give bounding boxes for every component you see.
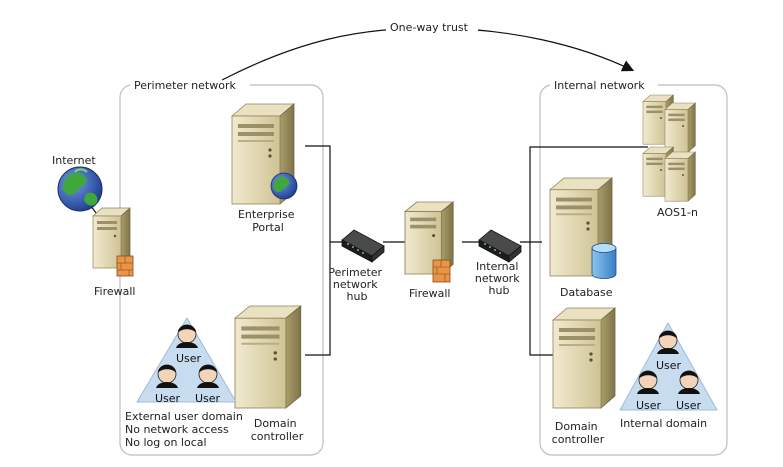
internet-label: Internet	[52, 154, 96, 167]
external-user-label-3: User	[195, 392, 221, 405]
database-server	[549, 177, 617, 279]
firewall-center-label: Firewall	[409, 287, 450, 300]
firewall-left-server	[92, 207, 134, 277]
database-cylinder-icon	[591, 243, 617, 279]
internal-user-domain: User User User	[619, 322, 718, 412]
enterprise-portal-server	[231, 103, 298, 205]
external-user-icon-1	[175, 324, 199, 349]
external-user-domain: User User User	[136, 317, 237, 405]
domain-controller-perimeter-server	[234, 305, 302, 409]
domain-controller-internal-label: Domain controller	[552, 420, 605, 446]
domain-controller-perimeter-label: Domain controller	[251, 417, 304, 443]
external-user-label-1: User	[176, 352, 202, 365]
external-domain-notes: External user domain No network access N…	[125, 410, 246, 449]
one-way-trust-arrow	[221, 27, 635, 81]
aos-server-cluster	[642, 94, 696, 202]
internal-user-label-2: User	[636, 399, 662, 412]
one-way-trust-label: One-way trust	[390, 21, 469, 34]
firewall-center-brick-icon	[432, 259, 451, 283]
aos-label: AOS1-n	[657, 206, 698, 219]
internal-user-label-1: User	[656, 359, 682, 372]
internal-domain-label: Internal domain	[620, 417, 707, 430]
internal-user-icon-1	[656, 330, 680, 355]
internal-hub-label: Internal network hub	[475, 260, 523, 297]
internal-network-label: Internal network	[554, 79, 645, 92]
enterprise-portal-globe-icon	[270, 172, 298, 200]
firewall-left-brick-icon	[116, 255, 134, 277]
perimeter-hub-label: Perimeter network hub	[328, 266, 385, 303]
database-label: Database	[560, 286, 613, 299]
internal-user-label-3: User	[676, 399, 702, 412]
internet-globe-icon	[57, 166, 103, 212]
internal-network-hub	[478, 229, 522, 263]
perimeter-network-hub	[341, 229, 385, 263]
external-user-label-2: User	[155, 392, 181, 405]
firewall-left-label: Firewall	[94, 285, 135, 298]
perimeter-network-label: Perimeter network	[134, 79, 236, 92]
firewall-center-server	[404, 201, 454, 283]
enterprise-portal-label: Enterprise Portal	[238, 208, 298, 234]
domain-controller-internal-server	[552, 307, 616, 409]
